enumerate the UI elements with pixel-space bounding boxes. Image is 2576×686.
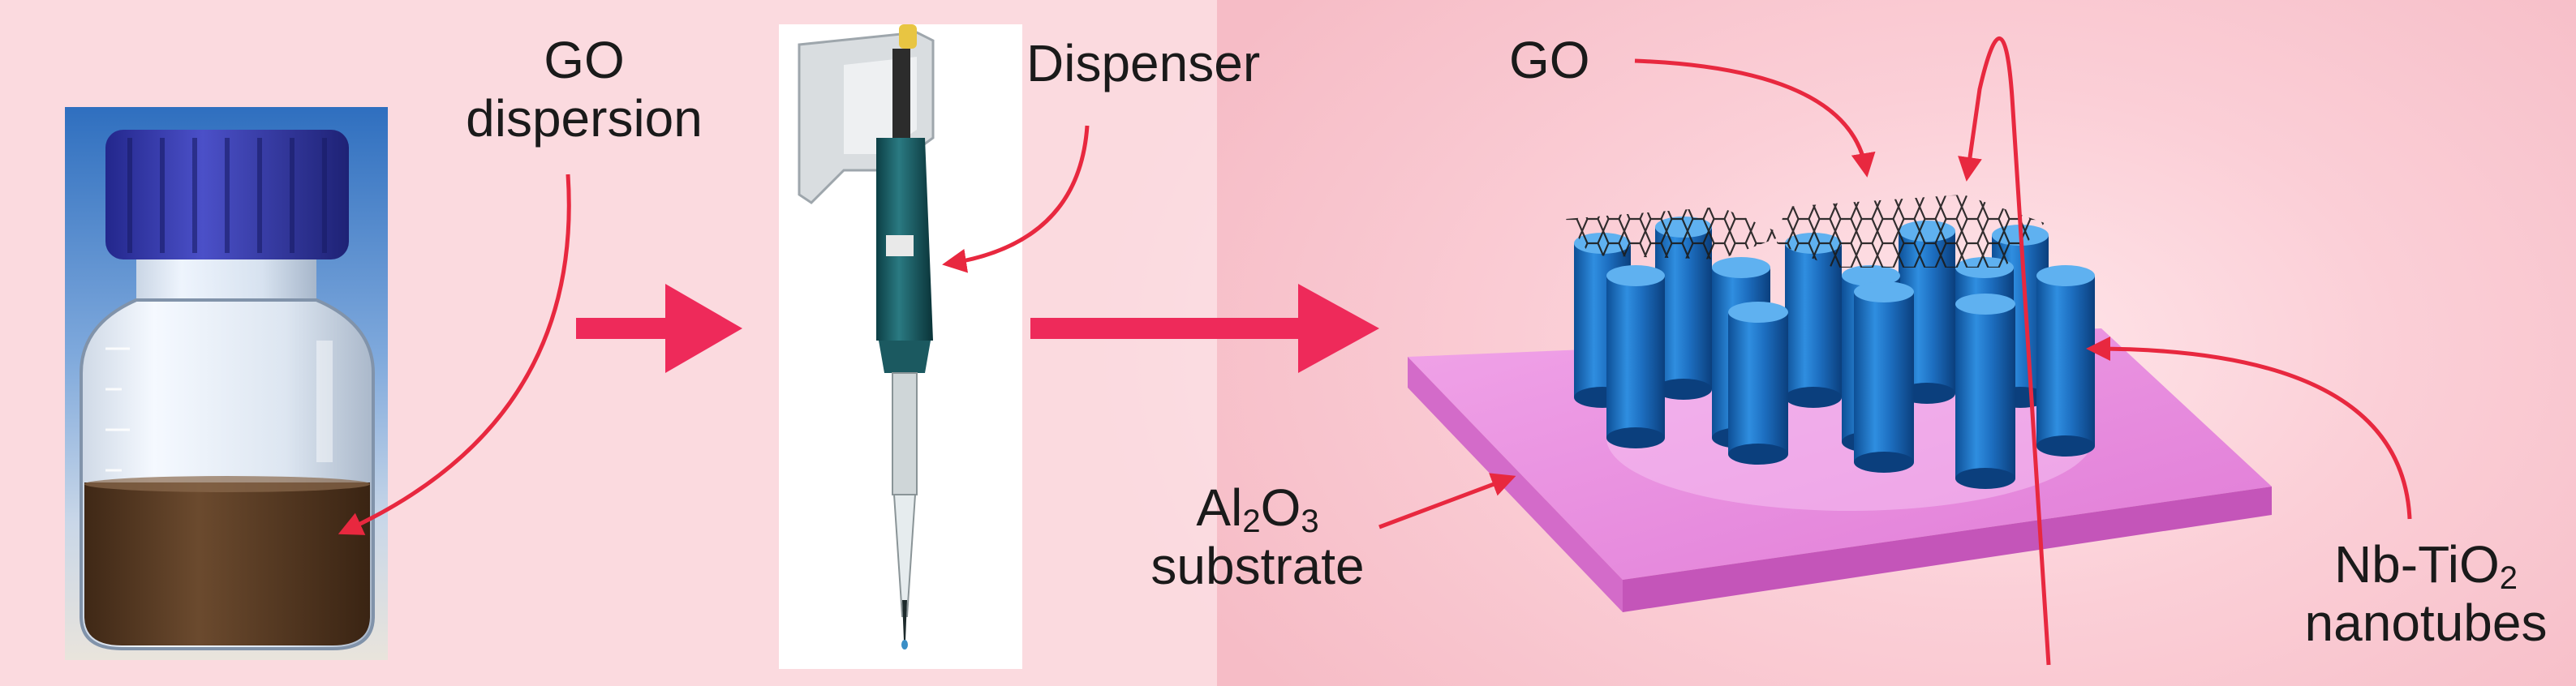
pipette-photo xyxy=(779,24,1022,669)
process-arrow-1 xyxy=(576,284,742,373)
substrate-word: substrate xyxy=(1150,537,1365,595)
go-dispersion-line2: dispersion xyxy=(466,89,703,148)
al2o3-formula: Al2O3 xyxy=(1196,478,1319,539)
process-arrow-2 xyxy=(1030,284,1379,373)
al2o3-substrate-label: Al2O3 substrate xyxy=(1136,478,1379,595)
go-dispersion-label: GO dispersion xyxy=(462,31,706,148)
dispenser-label: Dispenser xyxy=(1026,34,1261,92)
graphene-oxide-sheets xyxy=(1566,195,2045,268)
nanotubes-word: nanotubes xyxy=(2304,594,2548,652)
nb-tio2-nanotubes-label: Nb-TiO2 nanotubes xyxy=(2296,535,2556,652)
go-label: GO xyxy=(1509,31,1590,89)
callout-lines xyxy=(338,36,2412,666)
bottle-photo xyxy=(65,107,388,660)
go-dispersion-line1: GO xyxy=(544,31,625,89)
nb-tio2-formula: Nb-TiO2 xyxy=(2333,535,2518,596)
